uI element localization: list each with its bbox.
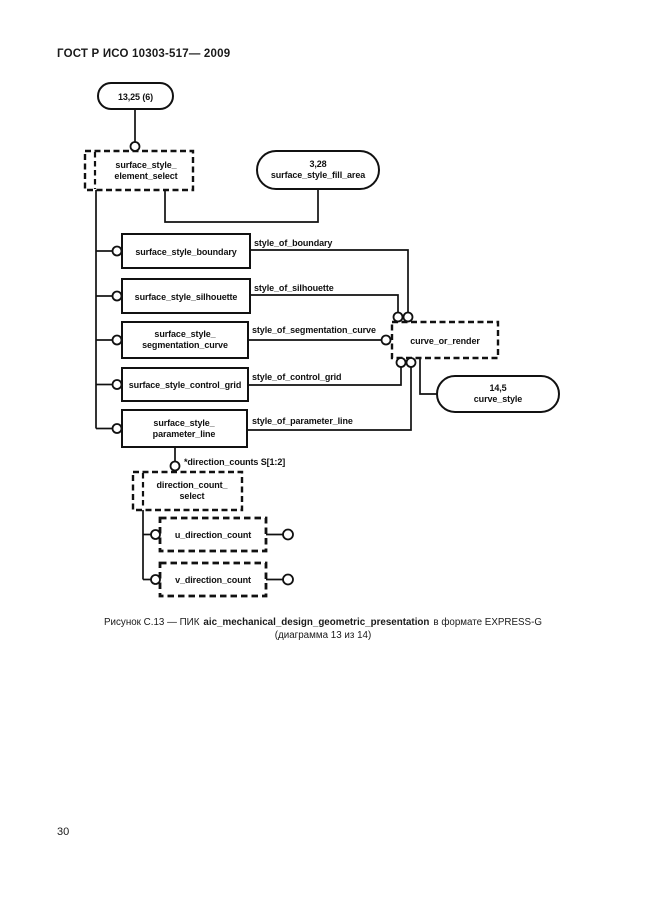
figure-caption-line2: (диаграмма 13 из 14) (274, 630, 372, 641)
select-box-surface-style-element-select (83, 149, 195, 192)
port-control-grid-left (111, 379, 123, 390)
port-v-direction-left (150, 574, 161, 585)
port-segmentation-left (111, 334, 123, 346)
entity-box-surface-style-silhouette (121, 278, 251, 314)
port-select-top (129, 141, 141, 152)
port-parameter-line-left (111, 423, 123, 434)
curve-style-label-line2: curve_style (474, 394, 523, 404)
label-style-of-parameter-line: style_of_parameter_line (252, 416, 353, 426)
entity-box-surface-style-control-grid (121, 367, 249, 402)
segmentation-box-label-line1: surface_style_ (154, 329, 216, 339)
fill-area-label-line1: 3,28 (309, 159, 326, 169)
wire-to-curve-style (419, 358, 437, 395)
direction-count-select-label-line1: direction_count_ (157, 480, 229, 490)
caption-entity-name: aic_mechanical_design_geometric_presenta… (203, 617, 430, 628)
port-silhouette-left (111, 290, 123, 302)
label-style-of-control-grid: style_of_control_grid (252, 372, 341, 382)
caption-prefix: Рисунок С.13 — ПИК (104, 617, 200, 628)
port-direction-counts (169, 460, 181, 472)
label-direction-counts: *direction_counts S[1:2] (184, 457, 285, 467)
wire-style-of-control-grid (248, 367, 402, 386)
port-curve-or-render-top-right (402, 311, 414, 323)
segmentation-box-label-line2: segmentation_curve (142, 340, 228, 350)
port-curve-or-render-top-left (392, 311, 404, 323)
label-style-of-silhouette: style_of_silhouette (254, 283, 334, 293)
document-header-title: ГОСТ Р ИСО 10303-517— 2009 (57, 48, 231, 60)
fill-area-oval (256, 150, 380, 190)
label-style-of-boundary: style_of_boundary (254, 238, 332, 248)
type-box-u-direction-count (158, 516, 268, 553)
port-boundary-left (111, 245, 123, 257)
silhouette-box-label: surface_style_silhouette (135, 292, 238, 302)
wire-style-of-parameter-line (247, 367, 412, 431)
caption-suffix: в формате EXPRESS-G (433, 617, 542, 628)
type-box-v-direction-count (158, 561, 268, 598)
port-curve-or-render-bottom-right (405, 357, 417, 368)
label-style-of-segmentation-curve: style_of_segmentation_curve (252, 325, 376, 335)
wire-style-of-silhouette (250, 294, 399, 312)
select-box-direction-count-select (131, 470, 244, 512)
element-select-label-line2: element_select (114, 171, 177, 181)
curve-style-oval (436, 375, 560, 413)
page-ref-oval (97, 82, 174, 110)
port-curve-or-render-left (380, 334, 392, 346)
u-direction-count-label: u_direction_count (175, 530, 251, 540)
curve-style-label-line1: 14,5 (489, 383, 506, 393)
port-u-direction-left (150, 529, 161, 540)
control-grid-box-label: surface_style_control_grid (129, 380, 241, 390)
direction-count-select-label-line2: select (180, 491, 205, 501)
wire-style-of-boundary (250, 249, 409, 312)
boundary-box-label: surface_style_boundary (135, 247, 236, 257)
parameter-line-box-label-line1: surface_style_ (153, 418, 215, 428)
entity-box-surface-style-parameter-line (121, 409, 248, 448)
parameter-line-box-label-line2: parameter_line (153, 429, 216, 439)
port-u-direction-right (282, 528, 294, 541)
select-box-curve-or-render (390, 320, 500, 360)
page-ref-label: 13,25 (6) (118, 92, 153, 102)
v-direction-count-label: v_direction_count (175, 575, 251, 585)
page-number: 30 (57, 826, 70, 838)
fill-area-label-line2: surface_style_fill_area (271, 170, 366, 180)
element-select-label-line1: surface_style_ (115, 160, 177, 170)
port-v-direction-right (282, 573, 294, 586)
port-curve-or-render-bottom-left (395, 357, 407, 368)
wire-select-to-fill-area (164, 189, 319, 223)
entity-box-surface-style-segmentation-curve (121, 321, 249, 359)
entity-box-surface-style-boundary (121, 233, 251, 269)
curve-or-render-label: curve_or_render (410, 336, 480, 346)
